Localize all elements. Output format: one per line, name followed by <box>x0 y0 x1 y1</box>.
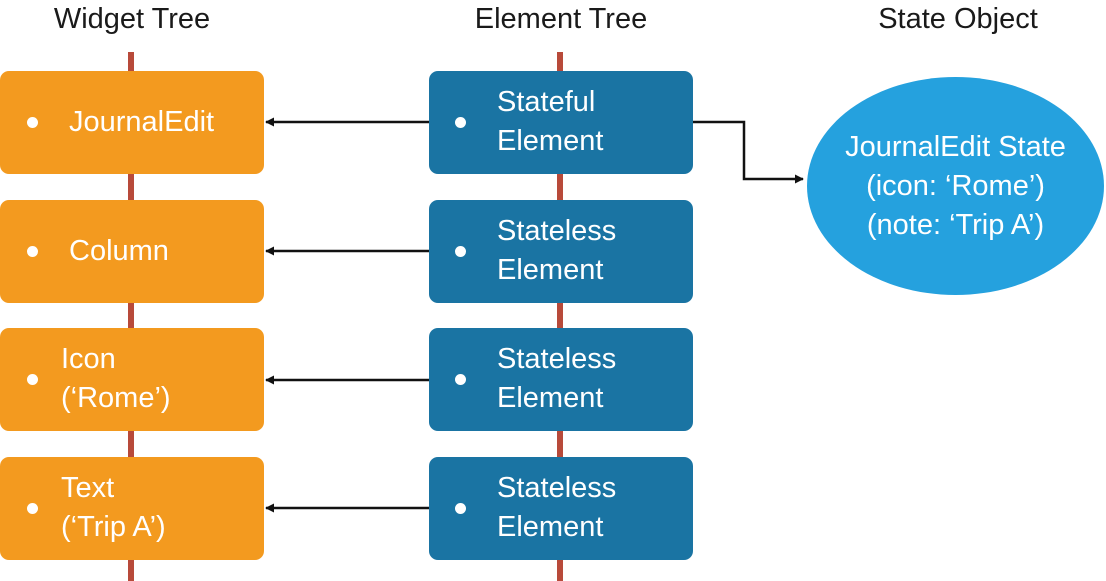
bullet <box>455 503 466 514</box>
bullet <box>27 117 38 128</box>
widget-node-journaledit: JournalEdit <box>0 71 264 174</box>
element-tree-trunk <box>557 52 563 581</box>
widget-label: JournalEdit <box>69 106 215 138</box>
widget-label: Text(‘Trip A’) <box>61 472 166 543</box>
state-object-title: State Object <box>878 3 1038 35</box>
state-line: (note: ‘Trip A’) <box>866 208 1045 241</box>
state-line: (icon: ‘Rome’) <box>866 169 1045 202</box>
widget-tree-trunk <box>128 52 134 581</box>
widget-label: Column <box>69 235 169 267</box>
bullet <box>27 503 38 514</box>
widget-label: Icon(‘Rome’) <box>61 343 171 414</box>
widget-node-icon: Icon(‘Rome’) <box>0 328 264 431</box>
widget-node-text: Text(‘Trip A’) <box>0 457 264 560</box>
element-tree-title: Element Tree <box>474 3 648 35</box>
widget-node-column: Column <box>0 200 264 303</box>
bullet <box>27 246 38 257</box>
bullet <box>27 374 38 385</box>
state-object-node: JournalEdit State (icon: ‘Rome’) (note: … <box>807 77 1104 295</box>
state-line: JournalEdit State <box>845 130 1066 163</box>
widget-tree-title: Widget Tree <box>53 3 211 35</box>
bullet <box>455 117 466 128</box>
bullet <box>455 246 466 257</box>
arrow-element-to-state <box>693 120 804 184</box>
bullet <box>455 374 466 385</box>
